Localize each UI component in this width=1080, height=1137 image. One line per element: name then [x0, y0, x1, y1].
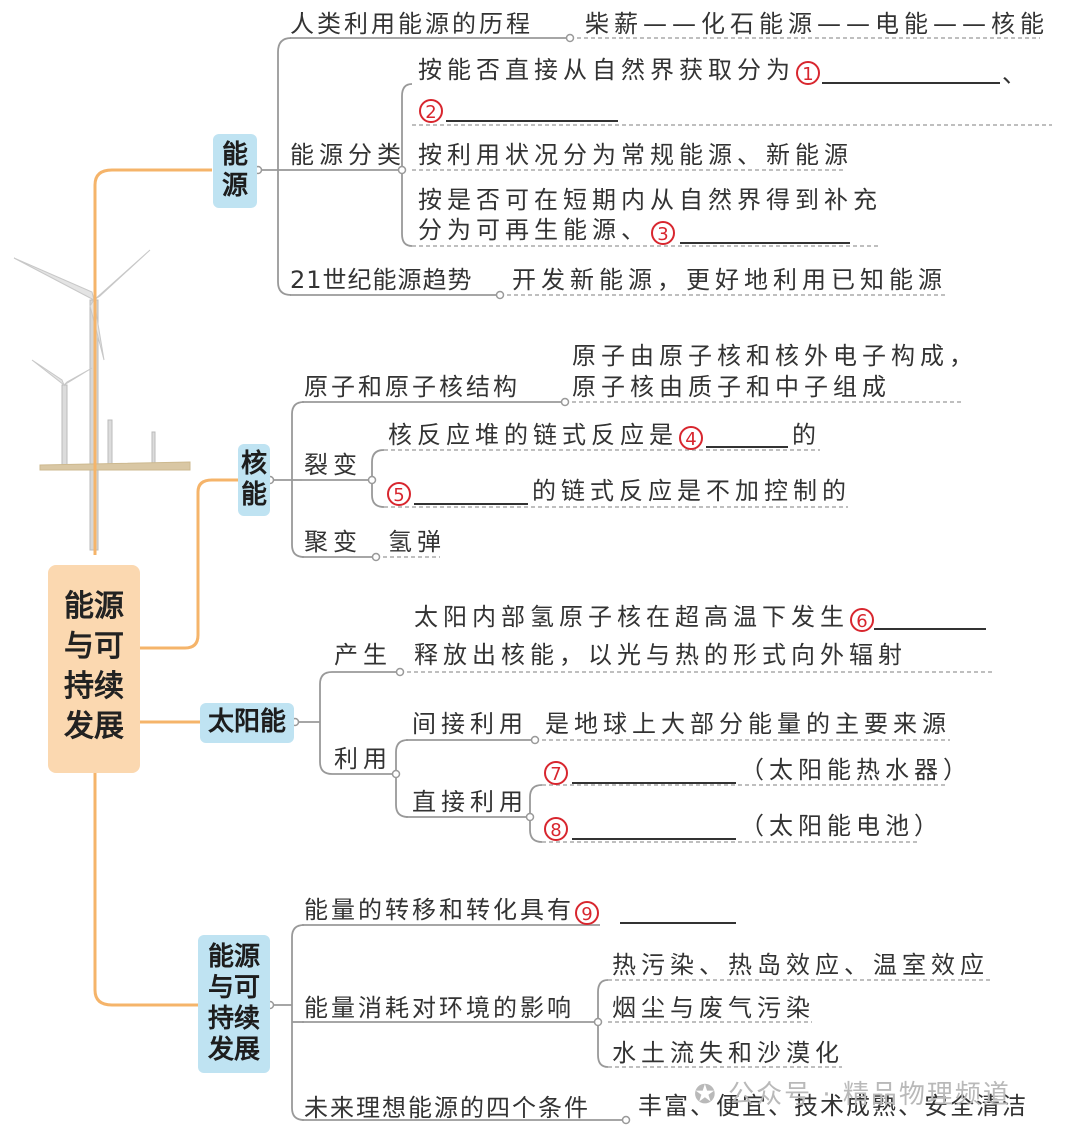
sustainable-env-item: 热污染、热岛效应、温室效应: [612, 951, 989, 979]
energy-class3-line2-text: 分为可再生能源、: [418, 216, 650, 244]
solar-direct2-marker: 8: [543, 814, 569, 841]
sustainable-env-item: 烟尘与废气污染: [612, 994, 815, 1022]
watermark: ✪ 公众号 · 精品物理频道: [694, 1074, 1011, 1111]
solar-produce-line2: 释放出核能，以光与热的形式向外辐射: [414, 641, 907, 669]
central-line: 能源: [64, 589, 124, 624]
nuclear-fission2-marker: 5: [386, 479, 412, 506]
nuclear-fission1-end: 的: [792, 421, 819, 449]
nuclear-fission1-text: 核反应堆的链式反应是: [388, 421, 678, 449]
nuclear-structure-label: 原子和原子核结构: [304, 373, 520, 401]
category-nuclear-char: 能: [240, 480, 267, 510]
category-sustainable-line: 能源: [207, 941, 260, 972]
blank-marker-6: 6: [850, 608, 874, 632]
solar-direct2-note: （太阳能电池）: [740, 812, 943, 840]
nuclear-fission-label: 裂变: [304, 451, 362, 479]
energy-class-label: 能源分类: [290, 141, 406, 169]
category-solar-label: 太阳能: [207, 707, 286, 738]
watermark-text: 公众号 · 精品物理频道: [728, 1080, 1011, 1110]
sustainable-env-item: 水土流失和沙漠化: [612, 1039, 844, 1067]
answer-blank-1[interactable]: [822, 82, 1000, 84]
energy-class2-marker: 2: [418, 96, 444, 123]
blank-marker-7: 7: [544, 761, 568, 785]
sustainable-env-label: 能量消耗对环境的影响: [304, 994, 574, 1022]
category-energy-char: 能: [221, 139, 248, 170]
category-solar: 太阳能: [200, 703, 294, 743]
sustainable-future-value: 丰富、便宜、技术成熟、安全清洁: [638, 1092, 1028, 1120]
answer-blank-7[interactable]: [572, 782, 736, 784]
energy-class3-line1: 按是否可在短期内从自然界得到补充: [418, 186, 882, 214]
answer-blank-8[interactable]: [572, 838, 736, 840]
sustainable-direction-text: 能量的转移和转化具有: [304, 896, 574, 924]
category-sustainable-line: 与可: [207, 972, 260, 1003]
solar-direct1-note: （太阳能热水器）: [740, 756, 972, 784]
central-node: 能源 与可 持续 发展: [48, 565, 140, 773]
category-sustainable-line: 持续: [207, 1004, 260, 1034]
category-sustainable: 能源 与可 持续 发展: [198, 935, 270, 1073]
solar-direct-label: 直接利用: [412, 788, 528, 816]
category-sustainable-line: 发展: [207, 1035, 260, 1066]
answer-blank-5[interactable]: [414, 503, 528, 505]
answer-blank-9[interactable]: [620, 922, 736, 924]
solar-produce-label: 产生: [334, 641, 392, 669]
blank-marker-1: 1: [796, 61, 820, 85]
answer-blank-2[interactable]: [446, 120, 618, 122]
energy-history-value: 柴薪——化石能源——电能——核能: [585, 10, 1049, 38]
category-nuclear: 核 能: [238, 444, 270, 516]
solar-produce-line1-text: 太阳内部氢原子核在超高温下发生: [414, 603, 849, 631]
category-nuclear-char: 核: [240, 448, 267, 479]
nuclear-fusion-value: 氢弹: [388, 528, 446, 556]
answer-blank-6[interactable]: [874, 628, 986, 630]
energy-history-label: 人类利用能源的历程: [290, 10, 533, 38]
solar-indirect-value: 是地球上大部分能量的主要来源: [545, 710, 951, 738]
solar-indirect-label: 间接利用: [412, 710, 528, 738]
energy-trend-value: 开发新能源，更好地利用已知能源: [512, 266, 947, 294]
wind-turbine-illustration: [13, 249, 191, 551]
answer-blank-3[interactable]: [680, 242, 850, 244]
blank-marker-2: 2: [419, 99, 443, 123]
blank-marker-4: 4: [679, 426, 703, 450]
solar-direct1-marker: 7: [543, 758, 569, 785]
solar-use-label: 利用: [334, 745, 392, 773]
wechat-icon: ✪: [694, 1080, 729, 1110]
blank-marker-5: 5: [387, 482, 411, 506]
answer-blank-4[interactable]: [706, 446, 788, 448]
energy-class1-end: 、: [1002, 60, 1029, 88]
sustainable-future-label: 未来理想能源的四个条件: [304, 1094, 590, 1122]
central-line: 持续: [64, 669, 124, 704]
energy-class1-text: 按能否直接从自然界获取分为: [418, 56, 795, 84]
central-line: 发展: [64, 709, 124, 744]
blank-marker-8: 8: [544, 817, 568, 841]
nuclear-structure-line2: 原子核由质子和中子组成: [572, 373, 891, 401]
blank-marker-9: 9: [575, 901, 599, 925]
category-energy: 能 源: [213, 134, 257, 208]
nuclear-structure-line1: 原子由原子核和核外电子构成，: [572, 342, 978, 370]
nuclear-fusion-label: 聚变: [304, 528, 362, 556]
energy-trend-label: 21世纪能源趋势: [290, 266, 473, 294]
energy-class2-text: 按利用状况分为常规能源、新能源: [418, 141, 853, 169]
energy-class3-line2: 分为可再生能源、3: [418, 218, 676, 245]
category-energy-char: 源: [221, 171, 248, 201]
central-line: 与可: [64, 629, 124, 664]
blank-marker-3: 3: [651, 221, 675, 245]
nuclear-fission2-text: 的链式反应是不加控制的: [532, 477, 851, 505]
